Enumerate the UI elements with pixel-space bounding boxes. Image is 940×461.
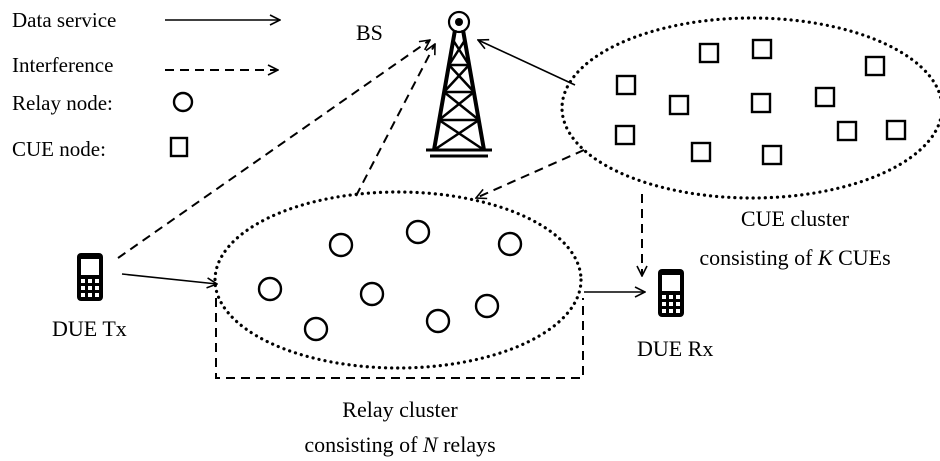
cue-node — [615, 74, 637, 96]
cue-node — [814, 86, 836, 108]
cue-node — [761, 144, 783, 166]
bs-label: BS — [356, 20, 383, 45]
legend-interference-label: Interference — [12, 53, 113, 77]
relay-cluster-caption-line2: consisting of N relays — [304, 432, 495, 457]
cue-node — [885, 119, 907, 141]
relay-node — [303, 316, 329, 342]
legend: Data service Interference Relay node: CU… — [12, 8, 280, 161]
cue-node — [751, 38, 773, 60]
relay-node — [405, 219, 431, 245]
cue-to-relay-interference-arrow — [476, 149, 585, 198]
tx-to-relay-data-arrow — [121, 273, 217, 284]
bs-tower-icon — [426, 10, 492, 158]
relay-inter-interference-bracket — [215, 298, 584, 379]
cue-cluster-caption-line2: consisting of K CUEs — [699, 245, 890, 270]
cue-node — [614, 124, 636, 146]
relay-node — [257, 276, 283, 302]
legend-cue-node-label: CUE node: — [12, 137, 106, 161]
tx-to-bs-interference-arrow — [117, 40, 430, 259]
due-tx-label: DUE Tx — [52, 316, 127, 341]
relay-to-bs-interference-arrow — [355, 44, 436, 197]
cue-to-bs-data-arrow — [478, 40, 576, 86]
legend-data-service-label: Data service — [12, 8, 116, 32]
relay-node — [359, 281, 385, 307]
relay-node — [425, 308, 451, 334]
cue-cluster-ellipse — [560, 16, 940, 200]
relay-nodes — [257, 219, 523, 342]
legend-relay-node-icon — [172, 91, 194, 113]
relay-node — [474, 293, 500, 319]
cue-node — [668, 94, 690, 116]
due-tx-phone-icon — [77, 253, 103, 301]
cue-nodes — [614, 38, 907, 166]
relay-node — [497, 231, 523, 257]
cue-node — [690, 141, 712, 163]
legend-cue-node-icon — [169, 136, 189, 158]
due-rx-phone-icon — [658, 269, 684, 317]
cue-node — [750, 92, 772, 114]
due-rx-label: DUE Rx — [637, 336, 713, 361]
cue-node — [698, 42, 720, 64]
cue-cluster-caption-line1: CUE cluster — [741, 206, 850, 231]
relay-cluster-caption-line1: Relay cluster — [342, 397, 458, 422]
cue-node — [864, 55, 886, 77]
cue-node — [836, 120, 858, 142]
legend-relay-node-label: Relay node: — [12, 91, 113, 115]
relay-node — [328, 232, 354, 258]
